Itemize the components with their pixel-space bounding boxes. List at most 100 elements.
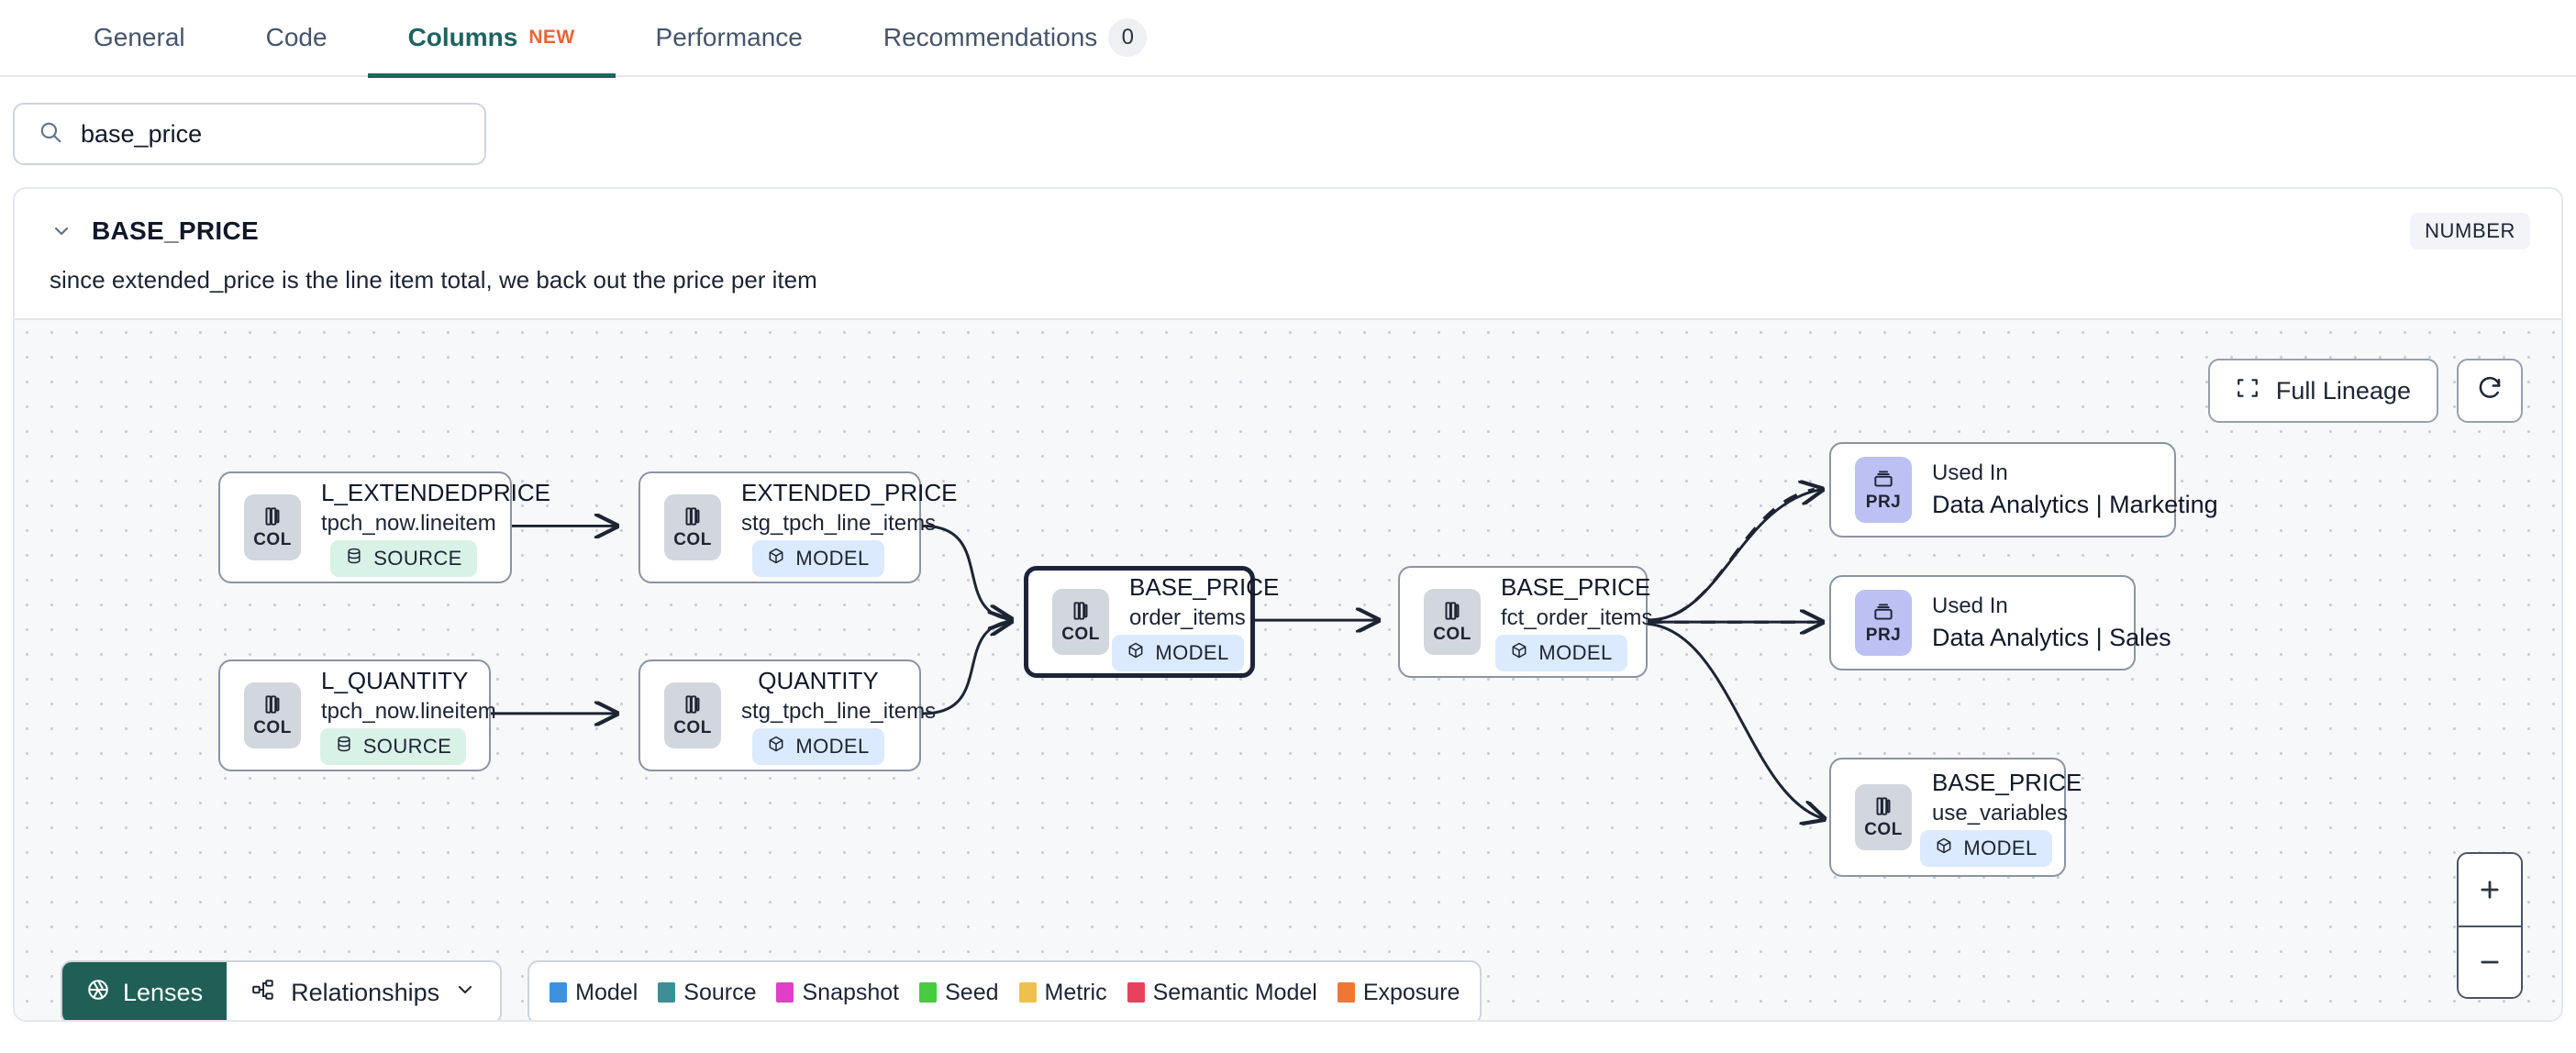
tab-bar: General Code Columns NEW Performance Rec… (0, 0, 2576, 78)
lineage-node-base-price-fct-order-items[interactable]: COL BASE_PRICE fct_order_items MODEL (1398, 566, 1653, 678)
lineage-node-project-marketing[interactable]: PRJ Used In Data Analytics | Marketing (1829, 442, 2218, 538)
node-body: EXTENDED_PRICE stg_tpch_line_items MODEL (741, 478, 958, 577)
aperture-icon (86, 978, 110, 1008)
column-type-badge: NUMBER (2410, 213, 2530, 249)
tab-new-badge: NEW (528, 27, 575, 48)
legend-label: Semantic Model (1152, 979, 1317, 1005)
node-used-in-label: Used In (1932, 593, 2008, 618)
col-icon: COL (664, 494, 721, 560)
node-kind-label: MODEL (795, 734, 870, 758)
node-body: BASE_PRICE order_items MODEL (1112, 572, 1280, 671)
col-icon-label: COL (253, 530, 292, 549)
zoom-in-button[interactable] (2459, 854, 2521, 926)
node-subtitle: stg_tpch_line_items (741, 510, 937, 536)
zoom-controls (2457, 852, 2523, 999)
column-header: BASE_PRICE NUMBER (15, 189, 2561, 259)
expand-icon (2236, 376, 2260, 406)
lineage-node-project-sales[interactable]: PRJ Used In Data Analytics | Sales (1829, 575, 2171, 671)
node-subtitle: tpch_now.lineitem (321, 510, 496, 536)
tab-performance[interactable]: Performance (616, 0, 843, 76)
node-title: BASE_PRICE (1129, 572, 1280, 601)
zoom-out-button[interactable] (2459, 926, 2521, 997)
legend-item-semantic-model: Semantic Model (1127, 980, 1317, 1006)
legend-item-seed: Seed (919, 980, 999, 1006)
prj-icon-label: PRJ (1865, 626, 1902, 645)
node-kind-label: SOURCE (362, 734, 452, 758)
lenses-button[interactable]: Lenses (62, 962, 228, 1020)
node-body: L_QUANTITY tpch_now.lineitem SOURCE (319, 667, 496, 765)
col-icon: COL (664, 682, 721, 748)
tab-label: Performance (655, 23, 803, 51)
refresh-icon (2476, 374, 2504, 408)
col-icon-label: COL (673, 530, 712, 549)
col-icon-label: COL (1061, 625, 1100, 644)
legend-item-metric: Metric (1018, 979, 1107, 1006)
node-project-name: Data Analytics | Marketing (1932, 491, 2218, 518)
canvas-bottom-controls: Lenses Relationships (61, 960, 1482, 1020)
tab-general[interactable]: General (53, 0, 226, 76)
legend-label: Metric (1044, 979, 1107, 1005)
refresh-button[interactable] (2457, 359, 2523, 423)
legend-swatch (1018, 982, 1037, 1003)
lineage-canvas[interactable]: COL L_EXTENDEDPRICE tpch_now.lineitem SO… (15, 318, 2561, 1020)
tab-columns[interactable]: Columns NEW (367, 0, 616, 78)
node-kind-label: MODEL (795, 546, 870, 570)
legend-swatch (776, 982, 794, 1003)
legend-item-model: Model (550, 980, 638, 1006)
full-lineage-button[interactable]: Full Lineage (2207, 359, 2438, 423)
lineage-node-l-quantity[interactable]: COL L_QUANTITY tpch_now.lineitem SOURCE (218, 660, 496, 771)
node-body: BASE_PRICE fct_order_items MODEL (1495, 572, 1653, 671)
column-name: BASE_PRICE (92, 216, 259, 245)
node-kind-badge: MODEL (752, 539, 884, 577)
lineage-node-base-price-use-variables[interactable]: COL BASE_PRICE use_variables MODEL (1829, 758, 2082, 877)
tab-code[interactable]: Code (226, 0, 368, 76)
legend-swatch (1337, 982, 1355, 1003)
legend-item-source: Source (658, 980, 756, 1006)
chevron-down-icon[interactable] (46, 216, 77, 247)
hierarchy-icon (250, 978, 276, 1008)
tab-label: Columns (407, 23, 518, 51)
legend-label: Snapshot (802, 979, 900, 1005)
node-kind-badge: MODEL (752, 727, 884, 765)
database-icon (345, 547, 363, 571)
col-icon-label: COL (1433, 625, 1471, 644)
node-kind-badge: MODEL (1112, 634, 1244, 671)
node-kind-label: MODEL (1155, 640, 1229, 664)
canvas-top-controls: Full Lineage (2207, 359, 2523, 423)
node-body: BASE_PRICE use_variables MODEL (1920, 768, 2082, 867)
search-box[interactable] (13, 103, 486, 165)
lineage-node-base-price-order-items[interactable]: COL BASE_PRICE order_items MODEL (1024, 566, 1280, 678)
col-icon-label: COL (253, 718, 292, 737)
node-kind-badge: SOURCE (330, 539, 477, 577)
search-input[interactable] (81, 119, 461, 149)
col-icon-label: COL (1864, 820, 1903, 839)
database-icon (335, 735, 353, 759)
node-title: BASE_PRICE (1932, 768, 2082, 796)
relationships-dropdown[interactable]: Relationships (227, 962, 500, 1020)
recommendations-count-badge: 0 (1108, 18, 1148, 57)
legend-label: Source (683, 979, 757, 1005)
chevron-down-icon (454, 979, 476, 1007)
node-body: Used In Data Analytics | Sales (1932, 593, 2171, 652)
node-subtitle: order_items (1129, 604, 1246, 630)
cube-icon (1127, 641, 1145, 665)
node-title: BASE_PRICE (1501, 572, 1651, 601)
node-subtitle: fct_order_items (1501, 604, 1653, 630)
col-icon: COL (244, 494, 301, 560)
legend-swatch (658, 982, 676, 1003)
prj-icon-label: PRJ (1865, 493, 1902, 512)
lineage-node-extended-price[interactable]: COL EXTENDED_PRICE stg_tpch_line_items M… (638, 471, 958, 583)
legend-label: Exposure (1362, 979, 1460, 1005)
prj-icon: PRJ (1855, 457, 1912, 523)
tab-recommendations[interactable]: Recommendations 0 (843, 0, 1187, 76)
col-icon-label: COL (673, 718, 712, 737)
full-lineage-label: Full Lineage (2275, 376, 2411, 405)
legend-swatch (1127, 982, 1145, 1003)
node-subtitle: use_variables (1932, 800, 2069, 826)
tab-label: Recommendations (883, 23, 1098, 51)
lineage-node-quantity[interactable]: COL QUANTITY stg_tpch_line_items MODEL (638, 660, 936, 771)
lineage-node-l-extendedprice[interactable]: COL L_EXTENDEDPRICE tpch_now.lineitem SO… (218, 471, 550, 583)
node-body: Used In Data Analytics | Marketing (1932, 460, 2218, 519)
legend-item-snapshot: Snapshot (776, 980, 899, 1006)
node-title: EXTENDED_PRICE (741, 478, 958, 506)
